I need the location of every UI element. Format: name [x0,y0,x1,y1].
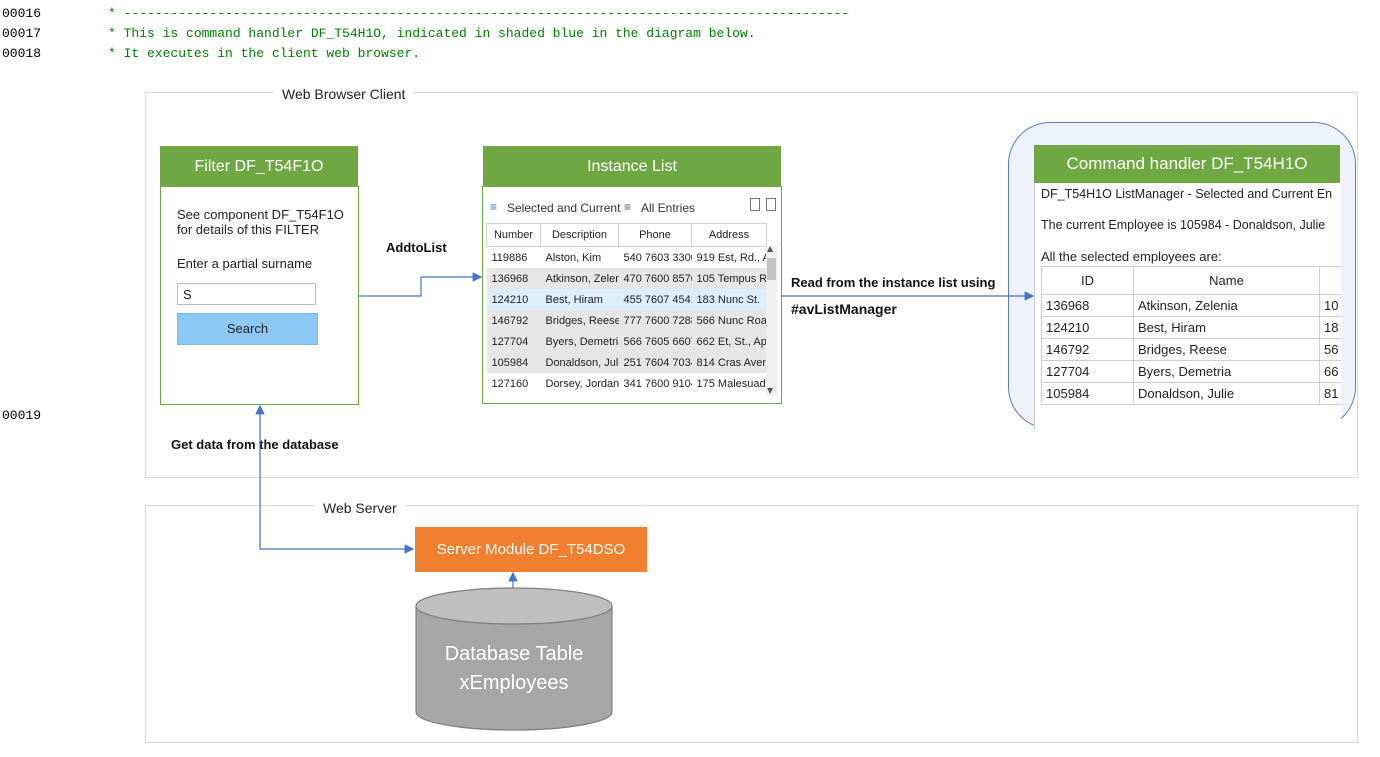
cell-number: 127704 [486,331,541,352]
cell-extra: 10 [1319,294,1341,317]
list-manager-caption: DF_T54H1O ListManager - Selected and Cur… [1041,187,1333,201]
cell-extra: 66 [1319,360,1341,383]
column-header-description[interactable]: Description [540,223,619,247]
cell-phone: 341 7600 9104 [623,377,692,390]
surname-input[interactable]: S [177,283,316,305]
web-browser-client-frame [145,92,1358,478]
table-header-row: Number Description Phone Address [486,223,767,247]
cell-number: 105984 [486,352,541,373]
cell-description: Dorsey, Jordan [545,377,619,390]
command-handler-title: Command handler DF_T54H1O [1034,145,1340,183]
web-browser-client-label: Web Browser Client [274,86,414,102]
line-number: 00019 [2,408,42,423]
cell-phone: 455 7607 4541 [618,289,692,310]
cell-description: Bridges, Reese [540,310,619,331]
instance-list-table: Number Description Phone Address 119886 … [486,223,767,394]
command-handler-panel: DF_T54H1O ListManager - Selected and Cur… [1034,145,1341,430]
cell-address: 105 Tempus Rd [691,268,767,289]
cell-name: Byers, Demetria [1133,360,1320,383]
grid-view-icon[interactable] [766,198,776,211]
cell-phone: 540 7603 3300 [623,251,692,264]
cell-address: 183 Nunc St. [691,289,767,310]
database-table-label: Database Table [444,643,584,665]
line-number: 00016 [2,6,42,21]
line-number: 00018 [2,46,42,61]
av-list-manager-label: #avListManager [791,301,897,317]
cell-id: 146792 [1041,338,1134,361]
column-header-address[interactable]: Address [691,223,767,247]
search-button[interactable]: Search [177,313,318,345]
list-icon: ≡ [490,200,498,214]
scrollbar-thumb[interactable] [767,258,776,280]
filter-panel [160,186,359,405]
filter-prompt: Enter a partial surname [177,256,313,271]
cell-number: 146792 [486,310,541,331]
column-header-phone[interactable]: Phone [618,223,692,247]
selected-employees-table: ID Name 136968 Atkinson, Zelenia 10 1242… [1041,266,1341,405]
table-row: 127704 Byers, Demetria 66 [1041,360,1341,383]
line-number: 00017 [2,26,42,41]
table-row[interactable]: 146792 Bridges, Reese 777 7600 7288 566 … [486,310,767,331]
cell-phone: 470 7600 8570 [618,268,692,289]
cell-number: 119886 [491,251,528,264]
database-request-arrow [255,404,415,554]
filter-description-line1: See component DF_T54F1O [177,207,344,222]
database-name-label: xEmployees [459,672,569,694]
cell-number: 124210 [486,289,541,310]
filter-description-line2: for details of this FILTER [177,222,320,237]
cell-address: 919 Est, Rd., Ap [696,251,767,264]
cell-description: Donaldson, Julie [540,352,619,373]
cell-extra: 81 [1319,382,1341,405]
scroll-up-icon[interactable]: ▲ [767,244,774,253]
cell-description: Byers, Demetria [540,331,619,352]
database-cylinder [415,587,613,731]
cell-address: 566 Nunc Road [691,310,767,331]
read-instance-list-label: Read from the instance list using [791,275,996,290]
detail-view-icon[interactable] [750,198,760,211]
instance-list-tabs: ≡ Selected and Current ≡ All Entries [484,190,780,224]
code-comment-line: * This is command handler DF_T54H1O, ind… [108,26,756,41]
table-row: 105984 Donaldson, Julie 81 [1041,382,1341,405]
cell-description: Alston, Kim [545,251,602,264]
selected-employees-caption: All the selected employees are: [1041,249,1222,264]
cell-id: 105984 [1041,382,1134,405]
cell-address: 814 Cras Avenu [691,352,767,373]
cell-address: 662 Et, St., Apt [691,331,767,352]
cell-extra: 56 [1319,338,1341,361]
code-comment-line: * --------------------------------------… [108,6,850,21]
list-icon: ≡ [624,200,632,214]
table-row: 146792 Bridges, Reese 56 [1041,338,1341,361]
table-row[interactable]: 127160 Dorsey, Jordan 341 7600 9104 175 … [487,373,767,394]
column-header-number[interactable]: Number [486,223,541,247]
cell-phone: 777 7600 7288 [618,310,692,331]
table-row[interactable]: 136968 Atkinson, Zelenia 470 7600 8570 1… [486,268,767,289]
table-row[interactable]: 127704 Byers, Demetria 566 7605 6607 662… [486,331,767,352]
cell-phone: 566 7605 6607 [618,331,692,352]
cell-address: 175 Malesuada [696,377,767,390]
cell-id: 127704 [1041,360,1134,383]
cell-description: Best, Hiram [540,289,619,310]
table-row[interactable]: 119886 Alston, Kim 540 7603 3300 919 Est… [487,247,767,269]
cell-description: Atkinson, Zelenia [540,268,619,289]
cell-phone: 251 7604 7034 [618,352,692,373]
table-row[interactable]: 105984 Donaldson, Julie 251 7604 7034 81… [486,352,767,373]
code-comment-line: * It executes in the client web browser. [108,46,421,61]
add-to-list-label: AddtoList [386,240,447,255]
add-to-list-arrow [359,272,483,297]
filter-title: Filter DF_T54F1O [160,146,358,187]
web-server-frame [145,505,1358,743]
server-module-box: Server Module DF_T54DSO [415,527,647,572]
scrollbar[interactable]: ▲ ▼ [766,244,777,396]
cell-name: Donaldson, Julie [1133,382,1320,405]
instance-list-title: Instance List [483,146,781,187]
cell-number: 136968 [486,268,541,289]
cell-number: 127160 [491,377,529,390]
tab-all-entries[interactable]: All Entries [641,201,696,215]
cell-name: Bridges, Reese [1133,338,1320,361]
table-row[interactable]: 124210 Best, Hiram 455 7607 4541 183 Nun… [486,289,767,310]
scroll-down-icon[interactable]: ▼ [767,386,774,395]
current-employee-text: The current Employee is 105984 - Donalds… [1041,218,1326,232]
tab-selected-and-current[interactable]: Selected and Current [507,201,621,215]
